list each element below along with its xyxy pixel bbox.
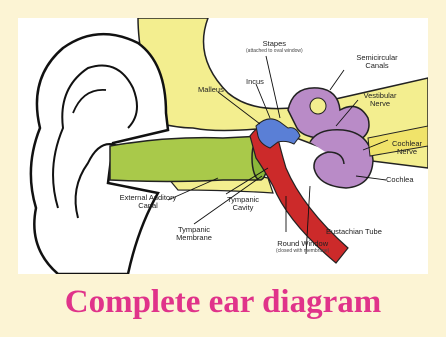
vestibular-text: Vestibular Nerve bbox=[364, 91, 397, 108]
label-eustachian: Eustachian Tube bbox=[326, 228, 382, 236]
label-malleus: Malleus bbox=[198, 86, 224, 94]
round-window-text: Round Window bbox=[277, 239, 328, 248]
stapes-note-text: (attached to oval window) bbox=[246, 48, 303, 54]
label-round-window: Round Window (closed with membrane) bbox=[276, 240, 329, 254]
semicircular-text: Semicircular Canals bbox=[356, 53, 397, 70]
cochlea-shape bbox=[310, 130, 373, 188]
external-auditory-canal bbox=[110, 136, 266, 182]
incus-text: Incus bbox=[246, 77, 264, 86]
label-semicircular: Semicircular Canals bbox=[351, 54, 403, 70]
diagram-frame: Stapes (attached to oval window) Semicir… bbox=[18, 18, 428, 274]
round-window-note-text: (closed with membrane) bbox=[276, 248, 329, 254]
label-tympanic-membrane: Tympanic Membrane bbox=[174, 226, 214, 242]
label-tympanic-cavity: Tympanic Cavity bbox=[224, 196, 262, 212]
cochlear-nerve-text: Cochlear Nerve bbox=[392, 139, 422, 156]
tympanic-membrane-text: Tympanic Membrane bbox=[176, 225, 212, 242]
eustachian-text: Eustachian Tube bbox=[326, 227, 382, 236]
label-external-canal: External Auditory Canal bbox=[118, 194, 178, 210]
semicircular-hole bbox=[310, 98, 326, 114]
cochlea-text: Cochlea bbox=[386, 175, 414, 184]
label-vestibular: Vestibular Nerve bbox=[360, 92, 400, 108]
label-incus: Incus bbox=[246, 78, 264, 86]
stapes-text: Stapes bbox=[263, 39, 286, 48]
external-canal-text: External Auditory Canal bbox=[120, 193, 177, 210]
malleus-text: Malleus bbox=[198, 85, 224, 94]
tympanic-cavity-text: Tympanic Cavity bbox=[227, 195, 259, 212]
label-stapes: Stapes (attached to oval window) bbox=[246, 40, 303, 54]
diagram-caption: Complete ear diagram bbox=[0, 282, 446, 322]
label-cochlea: Cochlea bbox=[386, 176, 414, 184]
label-cochlear-nerve: Cochlear Nerve bbox=[388, 140, 426, 156]
